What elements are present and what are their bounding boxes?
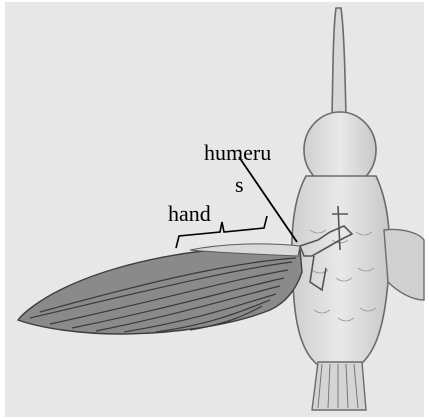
bird-body <box>292 176 390 365</box>
humerus-label-line1: humeru <box>204 142 271 164</box>
humerus-label-line2: s <box>235 174 244 196</box>
hand-label: hand <box>168 203 211 225</box>
